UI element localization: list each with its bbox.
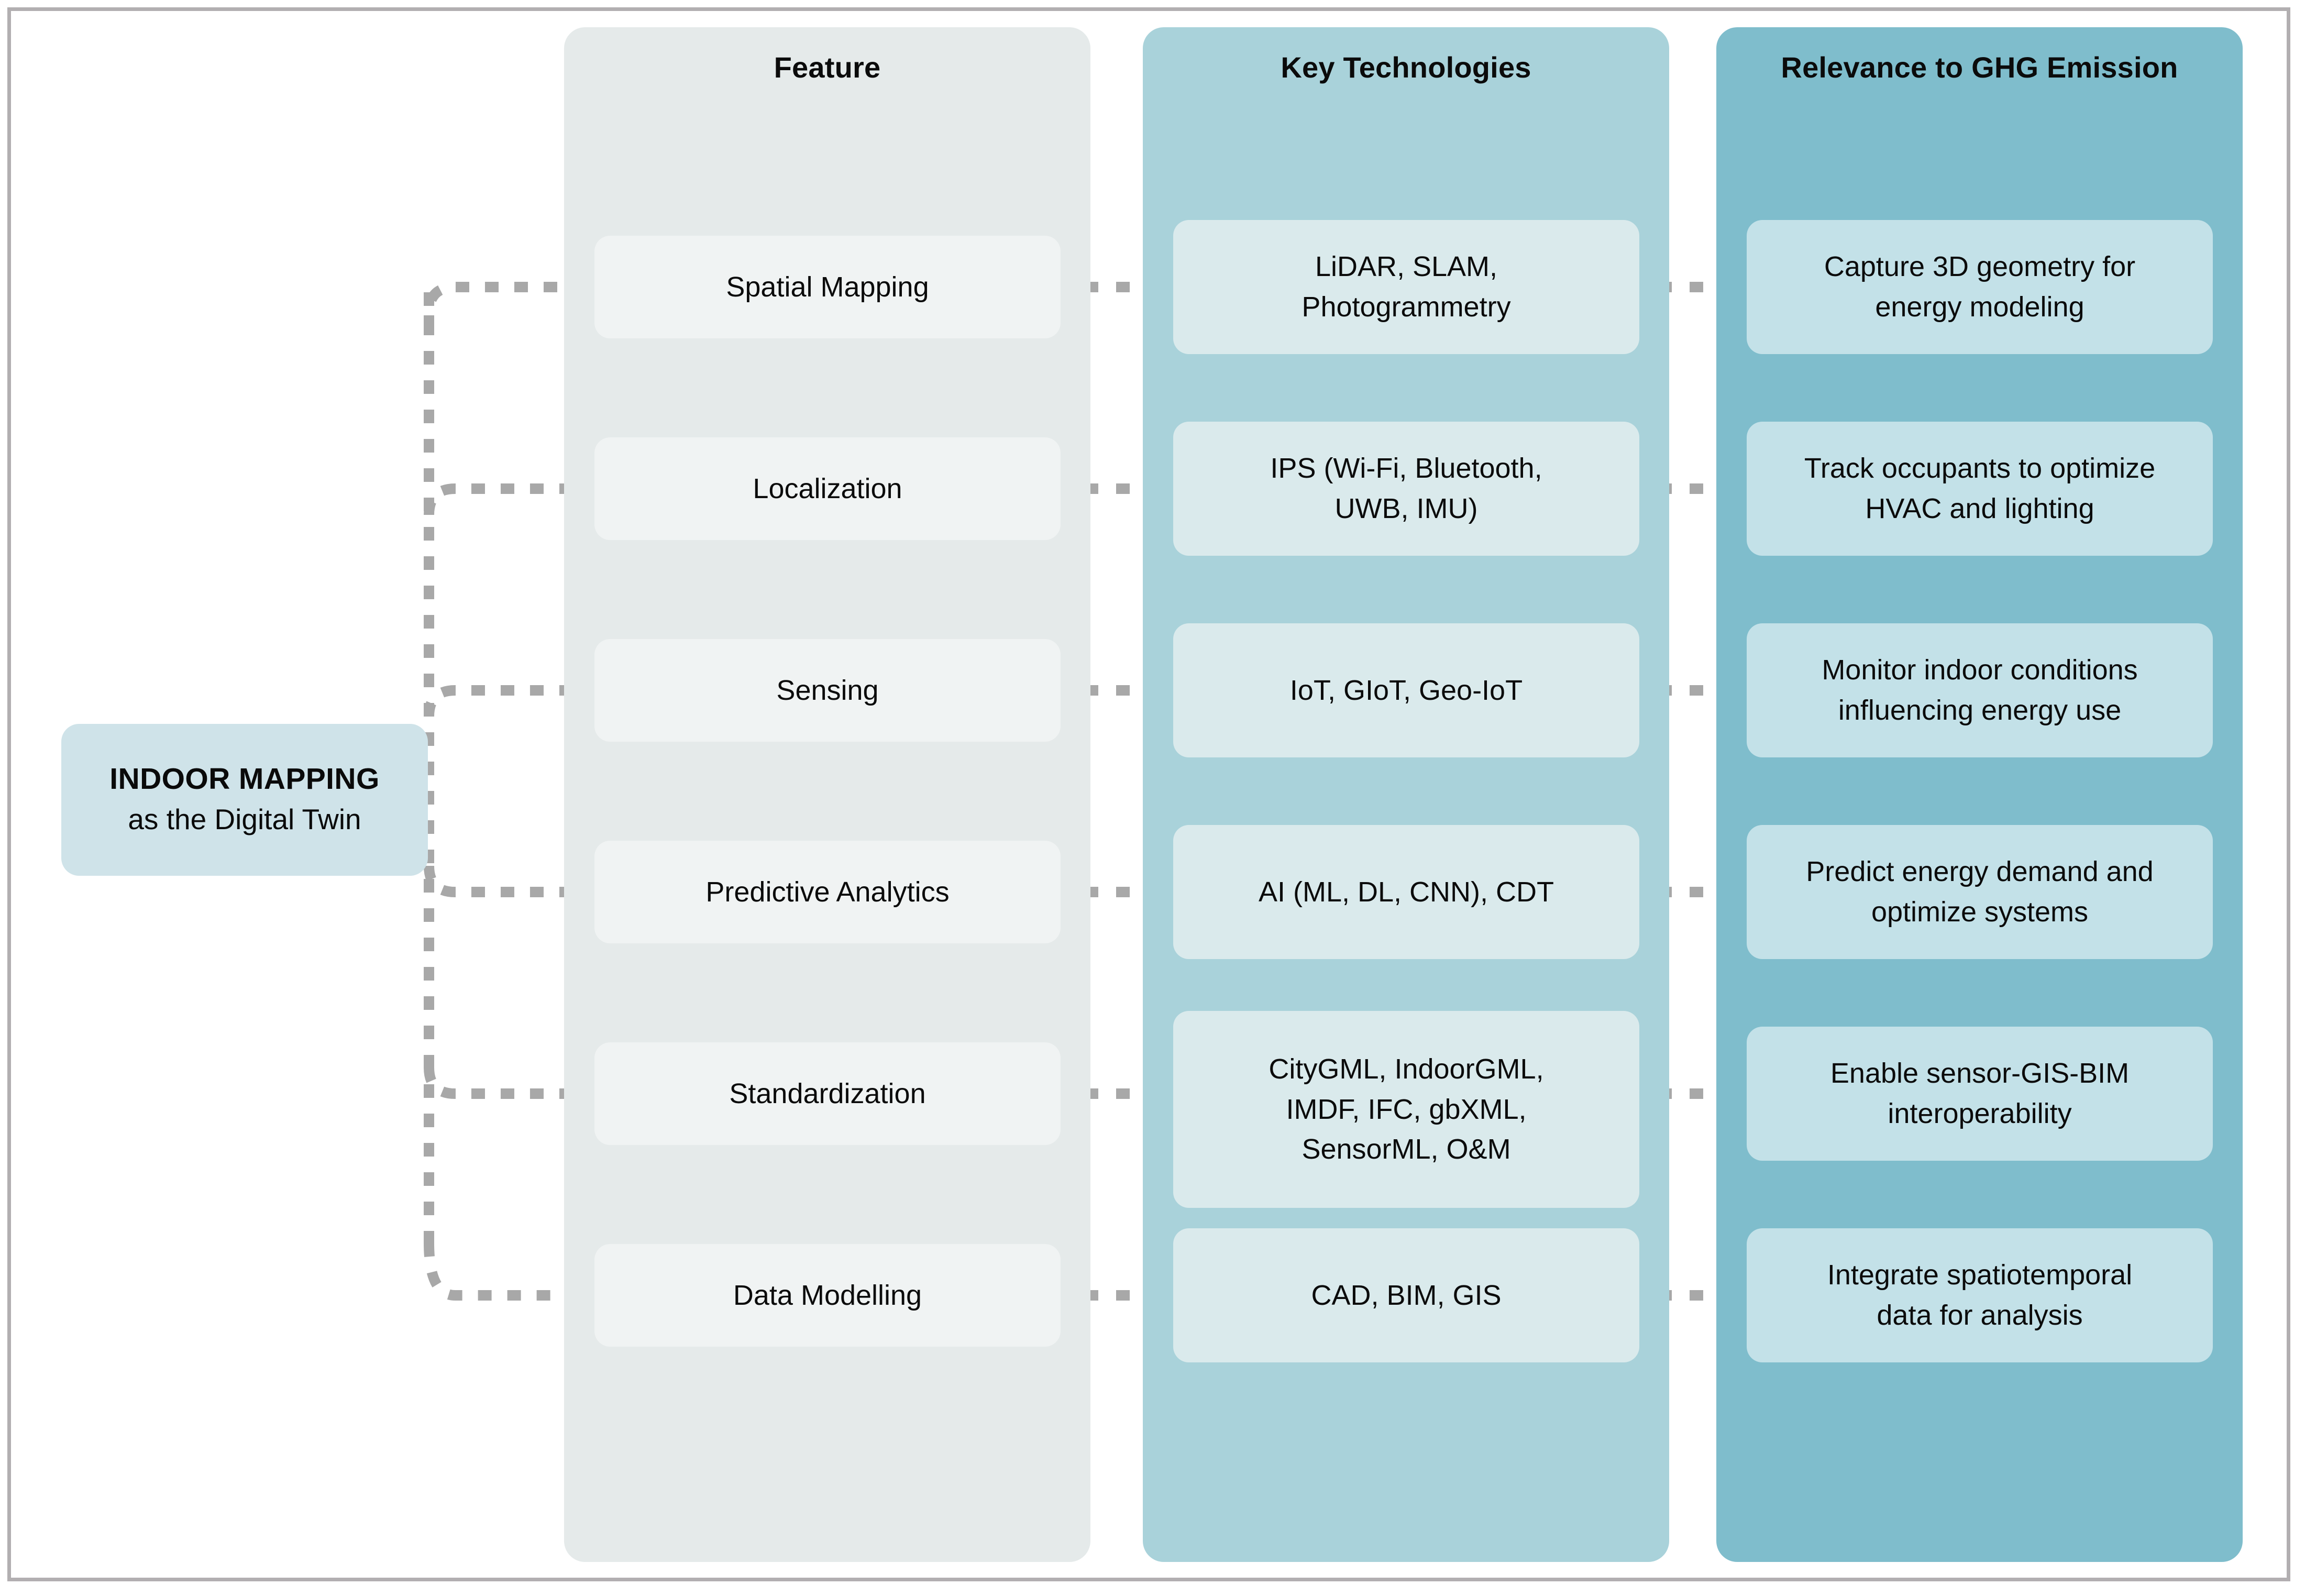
- card-technology-sensing[interactable]: IoT, GIoT, Geo-IoT: [1173, 623, 1639, 757]
- card-feature-sensing[interactable]: Sensing: [594, 639, 1061, 742]
- card-relevance-predictive-analytics[interactable]: Predict energy demand and optimize syste…: [1747, 825, 2213, 959]
- root-node-subtitle: as the Digital Twin: [128, 803, 361, 836]
- root-node-indoor-mapping[interactable]: INDOOR MAPPING as the Digital Twin: [61, 724, 428, 876]
- column-header-key-technologies: Key Technologies: [1281, 51, 1531, 84]
- card-relevance-spatial-mapping[interactable]: Capture 3D geometry for energy modeling: [1747, 220, 2213, 354]
- card-technology-predictive-analytics[interactable]: AI (ML, DL, CNN), CDT: [1173, 825, 1639, 959]
- connector-branch-1: [424, 282, 577, 329]
- card-technology-spatial-mapping[interactable]: LiDAR, SLAM, Photogrammetry: [1173, 220, 1639, 354]
- card-feature-localization[interactable]: Localization: [594, 437, 1061, 540]
- card-relevance-standardization[interactable]: Enable sensor-GIS-BIM interoperability: [1747, 1027, 2213, 1161]
- card-technology-localization[interactable]: IPS (Wi-Fi, Bluetooth, UWB, IMU): [1173, 422, 1639, 556]
- card-feature-standardization[interactable]: Standardization: [594, 1042, 1061, 1145]
- card-feature-data-modelling[interactable]: Data Modelling: [594, 1244, 1061, 1347]
- card-relevance-localization[interactable]: Track occupants to optimize HVAC and lig…: [1747, 422, 2213, 556]
- connector-branch-5: [424, 1067, 577, 1099]
- column-header-feature: Feature: [774, 51, 881, 84]
- root-node-title: INDOOR MAPPING: [109, 762, 380, 796]
- connector-branch-2: [424, 483, 577, 515]
- diagram-frame: INDOOR MAPPING as the Digital Twin Featu…: [7, 7, 2290, 1581]
- card-feature-predictive-analytics[interactable]: Predictive Analytics: [594, 841, 1061, 943]
- card-technology-data-modelling[interactable]: CAD, BIM, GIS: [1173, 1228, 1639, 1362]
- column-header-relevance: Relevance to GHG Emission: [1781, 51, 2178, 84]
- connector-branch-3: [424, 685, 577, 717]
- card-relevance-sensing[interactable]: Monitor indoor conditions influencing en…: [1747, 623, 2213, 757]
- card-technology-standardization[interactable]: CityGML, IndoorGML, IMDF, IFC, gbXML, Se…: [1173, 1011, 1639, 1208]
- connector-branch-4: [424, 865, 577, 897]
- card-relevance-data-modelling[interactable]: Integrate spatiotemporal data for analys…: [1747, 1228, 2213, 1362]
- connector-branch-6: [424, 1242, 577, 1301]
- card-feature-spatial-mapping[interactable]: Spatial Mapping: [594, 236, 1061, 338]
- diagram-canvas: INDOOR MAPPING as the Digital Twin Featu…: [11, 11, 2287, 1578]
